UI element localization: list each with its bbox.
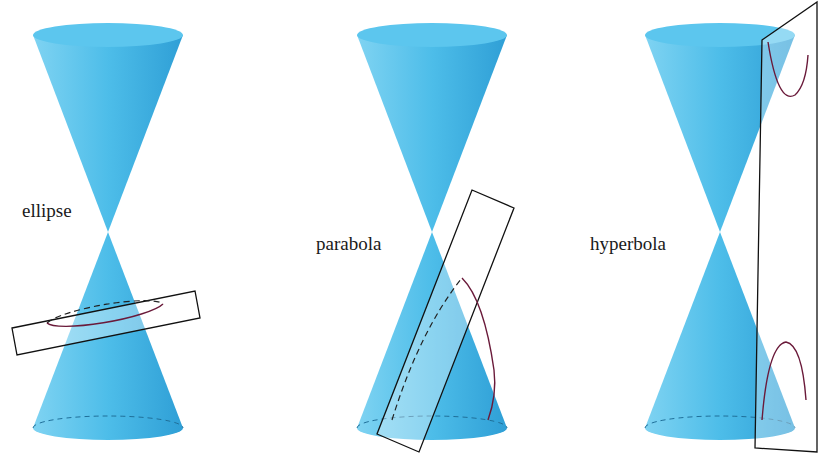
cutting-plane [755, 2, 817, 452]
cutting-plane [377, 190, 514, 452]
double-cone [33, 23, 183, 440]
label-hyperbola: hyperbola [590, 233, 666, 255]
label-ellipse: ellipse [22, 200, 72, 222]
cutting-plane [12, 291, 200, 355]
label-parabola: parabola [316, 233, 381, 255]
